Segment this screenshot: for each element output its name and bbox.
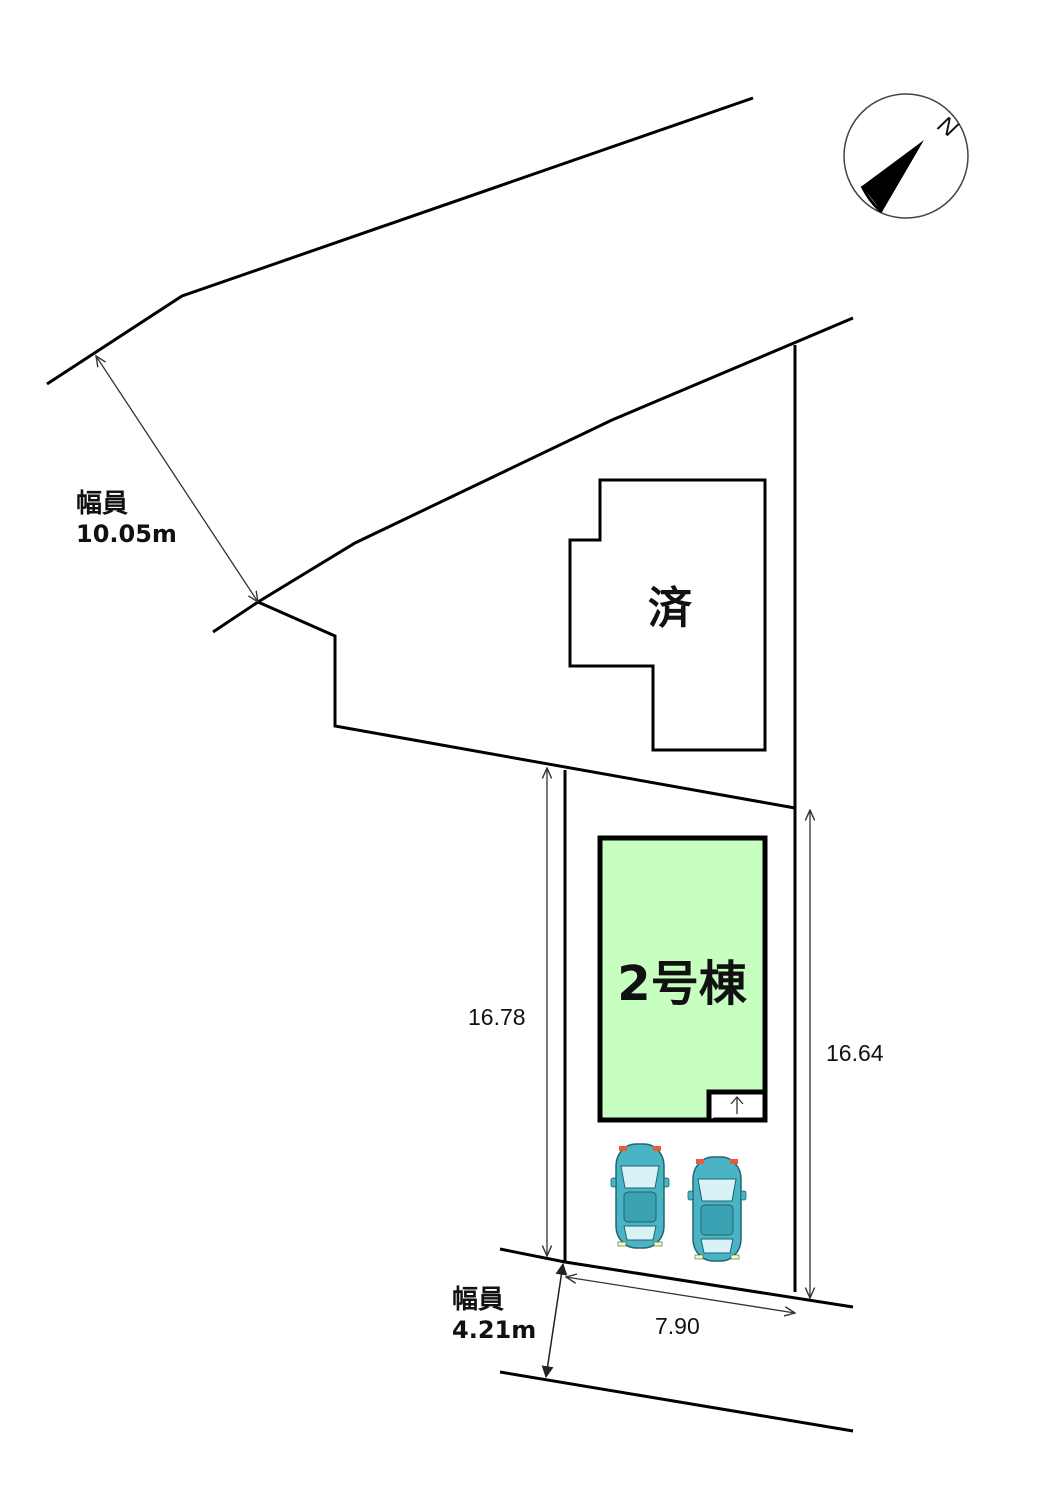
- car-icon: [610, 1143, 670, 1249]
- north-road: [46, 96, 854, 634]
- frontage-length: 7.90: [655, 1313, 700, 1339]
- north-road-width-value: 10.05m: [76, 520, 177, 548]
- south-road-width-dimension: [541, 1262, 568, 1379]
- east-side-length: 16.64: [826, 1040, 884, 1066]
- parking-area: [610, 1143, 747, 1262]
- south-road-width-caption: 幅員: [452, 1285, 504, 1315]
- south-road-far-edge: [499, 1370, 854, 1433]
- south-road-width-value: 4.21m: [452, 1316, 536, 1344]
- north-arrow-icon: [862, 140, 924, 212]
- west-side-length: 16.78: [468, 1004, 526, 1030]
- south-road-near-edge: [499, 1247, 854, 1309]
- compass: N: [843, 93, 969, 219]
- frontage-dimension: [566, 1277, 795, 1313]
- entrance-arrow-icon: [730, 1096, 744, 1114]
- north-road-far-edge: [46, 96, 754, 386]
- north-road-width-dimension: [96, 356, 258, 602]
- featured-building-footprint: [597, 835, 768, 1123]
- sold-lot-label: 済: [648, 583, 693, 634]
- featured-lot-label: 2号棟: [617, 956, 747, 1012]
- sold-building-footprint: [568, 478, 767, 752]
- sold-lot-boundary: [257, 600, 796, 810]
- car-icon: [687, 1156, 747, 1262]
- north-road-width-caption: 幅員: [76, 489, 128, 519]
- north-road-near-edge: [212, 316, 854, 634]
